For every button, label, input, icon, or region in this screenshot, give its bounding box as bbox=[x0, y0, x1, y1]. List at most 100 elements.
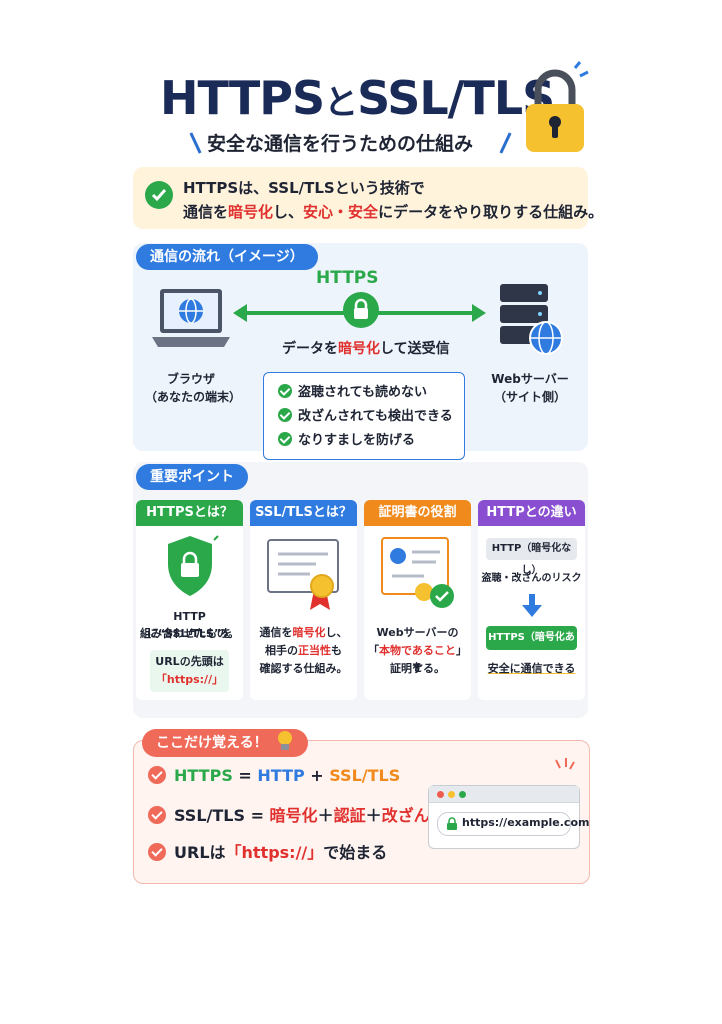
check-icon bbox=[148, 806, 166, 824]
flow-label: 通信の流れ（イメージ） bbox=[136, 244, 318, 270]
benefit-text: 盗聴されても読めない bbox=[298, 385, 427, 400]
row-text: SSL/TLS bbox=[329, 766, 401, 785]
row-text: URLは bbox=[174, 843, 226, 862]
card-text: 確認する仕組み。 bbox=[259, 662, 348, 675]
certificate-icon bbox=[267, 539, 339, 610]
check-icon bbox=[148, 843, 166, 861]
row-text: ＋ bbox=[317, 806, 334, 825]
lock-icon bbox=[343, 292, 379, 328]
url-text: https://example.com bbox=[462, 816, 590, 829]
card-note: URLの先頭は bbox=[155, 655, 224, 668]
card-highlight: 暗号化 bbox=[292, 626, 326, 639]
page-title: HTTPSとSSL/TLS bbox=[160, 66, 555, 130]
data-highlight: 暗号化 bbox=[338, 341, 380, 357]
summary-highlight: 安心・安全 bbox=[303, 203, 379, 221]
card-text: 相手の正当性も bbox=[250, 642, 357, 659]
check-icon bbox=[148, 766, 166, 784]
browser-sublabel: （あなたの端末） bbox=[145, 390, 242, 404]
sparkle-icon bbox=[555, 758, 575, 770]
subtitle: 安全な通信を行うための仕組み bbox=[206, 133, 473, 155]
title-https: HTTPS bbox=[160, 71, 325, 125]
card-text: 通信を暗号化し、 bbox=[250, 624, 357, 641]
shield-icon bbox=[168, 535, 219, 596]
row-text: + bbox=[304, 766, 330, 785]
remember-label: ここだけ覚える！ bbox=[142, 729, 309, 757]
check-icon bbox=[145, 181, 173, 209]
window-maximize-dot bbox=[459, 791, 466, 798]
card-http-diff: HTTPとの違い HTTP（暗号化なし） 盗聴・改ざんのリスク HTTPS（暗号… bbox=[478, 500, 585, 700]
arrow-right-icon bbox=[472, 304, 486, 322]
benefit-item: 盗聴されても読めない bbox=[278, 381, 427, 400]
summary-text: にデータをやり取りする仕組み。 bbox=[378, 203, 604, 221]
remember-row-2: SSL/TLS = 暗号化＋認証＋改ざん検出 bbox=[148, 802, 462, 826]
title-to: と bbox=[324, 83, 358, 123]
card-text: 組み合わせたもの。 bbox=[140, 627, 239, 640]
card-text: 証明する。 bbox=[390, 662, 445, 675]
row-text: SSL/TLS = bbox=[174, 806, 270, 825]
browser-titlebar bbox=[429, 786, 579, 803]
window-close-dot bbox=[437, 791, 444, 798]
benefit-item: 改ざんされても検出できる bbox=[278, 405, 453, 424]
row-text: で始まる bbox=[323, 843, 388, 862]
card-title: HTTPとの違い bbox=[478, 500, 585, 526]
check-icon bbox=[278, 408, 292, 422]
check-icon bbox=[278, 432, 292, 446]
lock-icon bbox=[447, 817, 457, 830]
card-text: Webサーバーの bbox=[376, 626, 459, 639]
card-note-highlight: 「https://」 bbox=[155, 673, 224, 686]
card-title: HTTPSとは？ bbox=[136, 500, 243, 526]
data-text: して送受信 bbox=[380, 341, 450, 357]
card-title: 証明書の役割 bbox=[364, 500, 471, 526]
card-text-part: 相手の bbox=[265, 644, 298, 657]
benefit-text: 改ざんされても検出できる bbox=[298, 409, 453, 424]
row-text: 認証 bbox=[333, 806, 366, 825]
card-text: HTTPに“SSL/TLS”を bbox=[146, 610, 233, 640]
card-https: HTTPSとは？ HTTPに“SSL/TLS”を 組み合わせたもの。 URLの先… bbox=[136, 500, 243, 700]
window-minimize-dot bbox=[448, 791, 455, 798]
summary-box: HTTPSは、SSL/TLSという技術で 通信を暗号化し、安心・安全にデータをや… bbox=[133, 167, 603, 229]
padlock-icon bbox=[526, 61, 589, 152]
address-bar[interactable]: https://example.com bbox=[437, 812, 589, 836]
safe-text: 安全に通信できる bbox=[487, 662, 576, 675]
card-text-part: 通信を bbox=[259, 626, 293, 639]
row-text: ＋ bbox=[365, 806, 382, 825]
laptop-icon bbox=[152, 289, 230, 347]
data-text: データを bbox=[282, 341, 338, 357]
check-icon bbox=[278, 384, 292, 398]
title-ssl: SSL/TLS bbox=[357, 71, 555, 125]
card-text: 「本物であること」を bbox=[364, 642, 471, 676]
card-text-part: し、 bbox=[325, 626, 348, 639]
server-icon bbox=[500, 284, 563, 355]
risk-text: 盗聴・改ざんのリスク bbox=[481, 573, 582, 584]
card-text-part: も bbox=[331, 644, 342, 657]
card-highlight: 本物であること bbox=[379, 644, 456, 657]
summary-highlight: 暗号化 bbox=[228, 203, 274, 221]
remember-label-text: ここだけ覚える！ bbox=[156, 735, 268, 751]
card-ssl-tls: SSL/TLSとは？ 通信を暗号化し、 相手の正当性も 確認する仕組み。 bbox=[250, 500, 357, 700]
card-text-part: 「 bbox=[368, 644, 380, 657]
server-label: Webサーバー bbox=[491, 372, 569, 386]
card-certificate: 証明書の役割 Webサーバーの 「本物であること」を 証明する。 bbox=[364, 500, 471, 700]
points-label: 重要ポイント bbox=[136, 464, 248, 490]
row-text: HTTPS bbox=[174, 766, 233, 785]
remember-row-3: URLは「https://」で始まる bbox=[148, 839, 387, 863]
url-note-box bbox=[150, 650, 229, 692]
benefit-text: なりすましを防げる bbox=[298, 433, 416, 448]
arrow-left-icon bbox=[233, 304, 247, 322]
https-badge: HTTPS（暗号化あり） bbox=[486, 626, 577, 667]
remember-row-1: HTTPS = HTTP + SSL/TLS bbox=[148, 766, 400, 785]
card-text-part: 」を bbox=[412, 644, 467, 674]
arrow-down-icon bbox=[522, 594, 542, 617]
benefits-box: 盗聴されても読めない 改ざんされても検出できる なりすましを防げる bbox=[263, 372, 465, 460]
server-sublabel: （サイト側） bbox=[493, 390, 566, 404]
http-badge: HTTP（暗号化なし） bbox=[486, 538, 577, 576]
row-text: 暗号化 bbox=[269, 806, 318, 825]
certificate-check-icon bbox=[381, 537, 454, 608]
https-protocol-label: HTTPS bbox=[316, 268, 379, 288]
browser-label: ブラウザ bbox=[166, 372, 215, 386]
summary-text: 通信を bbox=[183, 203, 229, 221]
data-encrypt-label: データを暗号化して送受信 bbox=[282, 338, 450, 358]
card-title: SSL/TLSとは？ bbox=[250, 500, 357, 526]
lightbulb-icon bbox=[278, 731, 293, 750]
summary-line2: 通信を暗号化し、安心・安全にデータをやり取りする仕組み。 bbox=[183, 201, 603, 222]
